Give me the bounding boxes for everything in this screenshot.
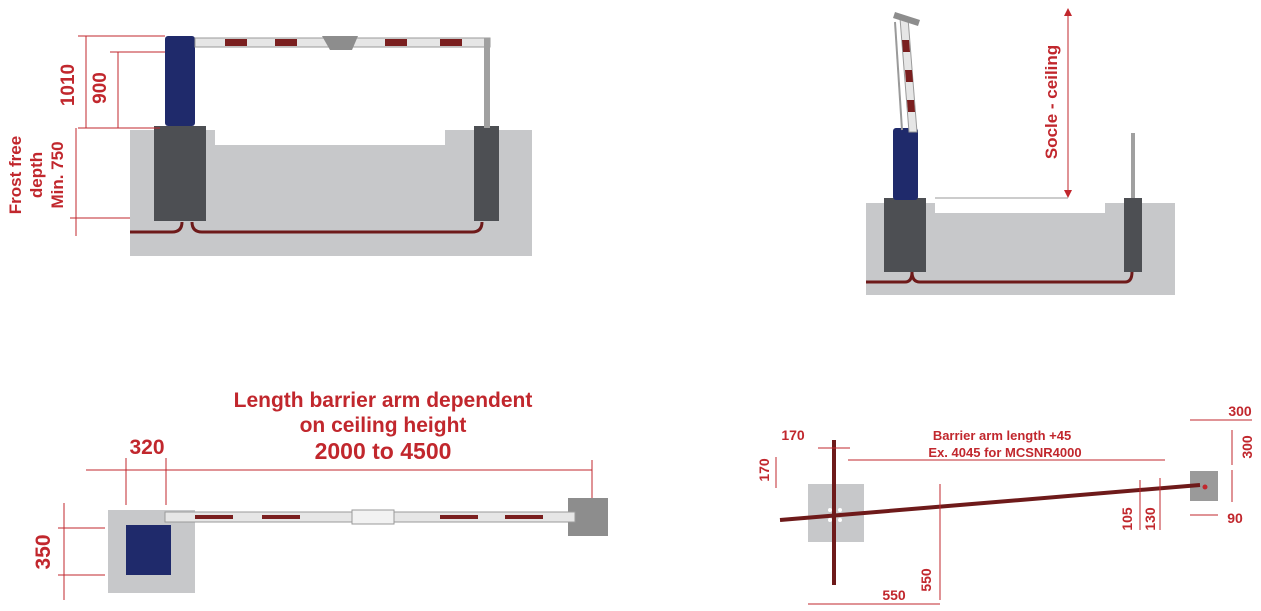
plan-note-line2: Ex. 4045 for MCSNR4000 bbox=[928, 445, 1081, 460]
barrier-foundation bbox=[154, 126, 206, 221]
arm-joint bbox=[322, 36, 358, 50]
barrier-foundation-raised bbox=[884, 198, 926, 272]
support-foundation-raised bbox=[1124, 198, 1142, 272]
housing-top bbox=[126, 525, 171, 575]
arm-head bbox=[893, 12, 920, 26]
barrier-housing bbox=[165, 36, 195, 126]
dim-105-label: 105 bbox=[1119, 507, 1135, 531]
dim-170-top-label: 170 bbox=[781, 427, 805, 443]
arm-coupling bbox=[351, 509, 395, 525]
plan-note-line1: Barrier arm length +45 bbox=[933, 428, 1071, 443]
frost-depth-line3: Min. 750 bbox=[48, 141, 67, 208]
top-view-title-line3: 2000 to 4500 bbox=[315, 438, 452, 464]
cable bbox=[130, 221, 484, 234]
dim-320-label: 320 bbox=[129, 436, 164, 459]
frost-depth-line1: Frost free bbox=[6, 136, 25, 214]
barrier-housing-raised bbox=[893, 128, 918, 200]
dim-550-side-label: 550 bbox=[918, 568, 934, 592]
dim-900-label: 900 bbox=[90, 72, 111, 104]
dim-170-side-label: 170 bbox=[756, 458, 772, 482]
dim-130-label: 130 bbox=[1142, 507, 1158, 531]
support-post-raised bbox=[1131, 133, 1135, 198]
top-view: Length barrier arm dependent on ceiling … bbox=[32, 389, 608, 600]
plan-arm bbox=[779, 483, 1201, 522]
top-view-title-line1: Length barrier arm dependent bbox=[234, 389, 533, 412]
dim-300-top-label: 300 bbox=[1228, 403, 1252, 419]
frost-depth-line2: depth bbox=[27, 152, 46, 198]
cable-raised bbox=[866, 271, 1134, 284]
dim-300-side-label: 300 bbox=[1239, 435, 1255, 459]
ground-section-raised bbox=[866, 203, 1175, 295]
socle-ceiling-label: Socle - ceiling bbox=[1042, 45, 1061, 159]
raised-view: Socle - ceiling bbox=[866, 8, 1175, 295]
dim-1010-label: 1010 bbox=[58, 64, 79, 106]
top-view-title-line2: on ceiling height bbox=[300, 414, 467, 437]
dim-550-bottom-label: 550 bbox=[882, 587, 906, 603]
side-view: 1010 900 Frost free depth Min. 750 bbox=[6, 35, 532, 256]
plan-view: Barrier arm length +45 Ex. 4045 for MCSN… bbox=[756, 403, 1255, 605]
dim-350-label: 350 bbox=[32, 534, 55, 569]
dim-90-label: 90 bbox=[1227, 510, 1243, 526]
support-post bbox=[484, 38, 490, 128]
ground-section bbox=[130, 130, 532, 256]
support-foundation bbox=[474, 126, 499, 221]
